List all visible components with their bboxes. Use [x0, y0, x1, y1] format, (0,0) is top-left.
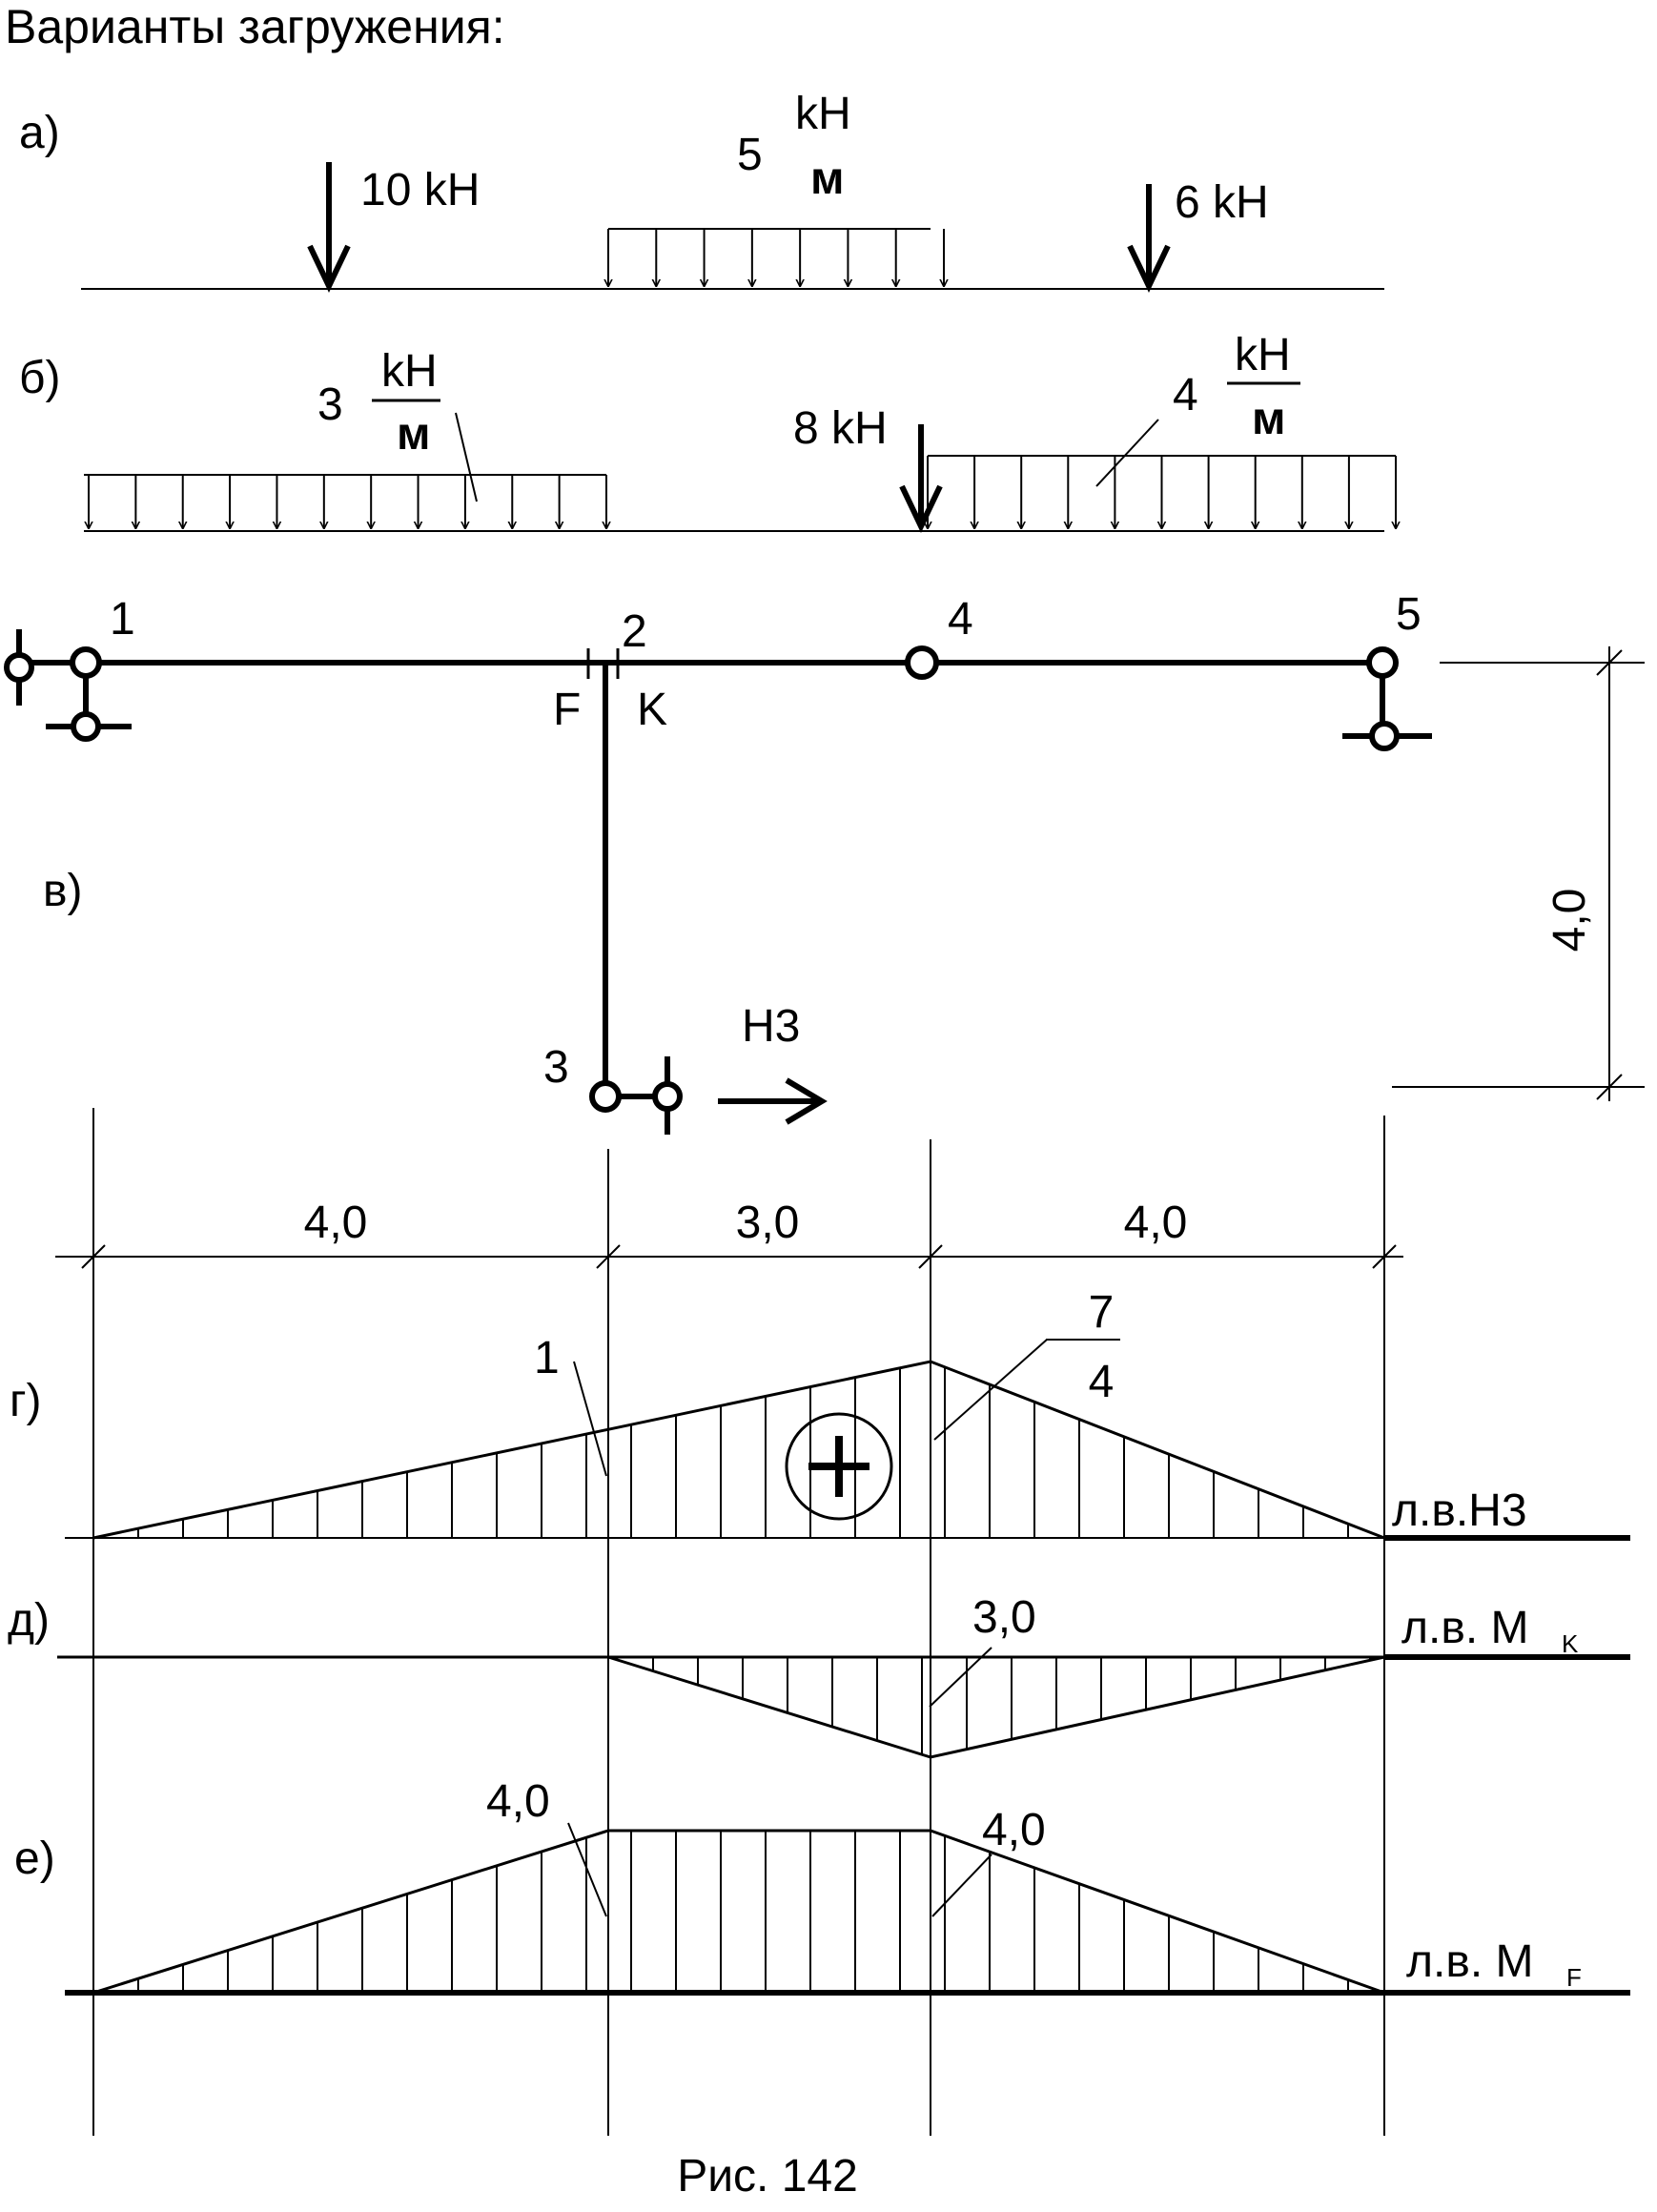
- il-h3-peak-num: 7: [1089, 1287, 1115, 1338]
- force-arrow-6kH: [1127, 184, 1171, 293]
- load-case-b-label: б): [19, 353, 60, 403]
- load-case-b: б) 3 kH м 8 kH 4 kH м: [19, 330, 1396, 533]
- node-label-3: 3: [543, 1042, 569, 1093]
- il-h3-value-left: 1: [534, 1333, 560, 1383]
- il-mk-name: л.в. M: [1401, 1603, 1529, 1653]
- il-mf-leader-right: [931, 1854, 992, 1917]
- load-case-a-label: а): [19, 108, 60, 158]
- il-mf-subscript: F: [1566, 1963, 1582, 1992]
- node-label-2: 2: [622, 606, 647, 657]
- il-mf-name: л.в. M: [1406, 1936, 1534, 1987]
- distributed-load-5: [608, 228, 944, 286]
- dist-load-b2-unit-den: м: [1252, 394, 1286, 444]
- il-mk-value: 3,0: [972, 1592, 1036, 1643]
- dist-load-a-value: 5: [737, 130, 763, 180]
- load-case-a: а) 10 kH 6 kH 5 kH м: [19, 89, 1384, 293]
- force-label-6kH: 6 kH: [1175, 177, 1269, 228]
- height-dimension-label: 4,0: [1544, 889, 1595, 952]
- node-label-5: 5: [1396, 589, 1422, 640]
- force-label-10kH: 10 kH: [360, 165, 480, 215]
- dist-load-b1-leader: [455, 412, 478, 502]
- section-label-f: F: [553, 685, 581, 735]
- il-mf-value-left: 4,0: [486, 1776, 550, 1827]
- il-h3-sign: +: [827, 1445, 851, 1492]
- force-arrow-8kH: [899, 424, 943, 533]
- dist-load-a-unit-den: м: [810, 154, 845, 204]
- dist-load-b1-unit-den: м: [397, 409, 431, 460]
- dist-load-b1-value: 3: [317, 379, 343, 430]
- il-mf-value-right: 4,0: [982, 1805, 1046, 1855]
- span-dim-1: 4,0: [304, 1198, 368, 1248]
- dist-load-b1-unit-num: kH: [381, 346, 438, 397]
- height-dimension: [1392, 646, 1645, 1101]
- dist-load-b2-value: 4: [1173, 370, 1198, 420]
- support-node-1: [4, 629, 132, 742]
- force-arrow-10kH: [307, 162, 351, 293]
- dist-load-a-unit-num: kH: [795, 89, 851, 139]
- hinge-node-4: [905, 645, 939, 680]
- influence-line-mf: [65, 1829, 1630, 1996]
- influence-line-h3: [65, 1360, 1630, 1541]
- il-mk-leader: [929, 1647, 992, 1708]
- dist-load-b2-leader: [1095, 419, 1159, 487]
- page-title: Варианты загружения:: [5, 0, 505, 53]
- support-node-5: [1342, 646, 1432, 751]
- il-mk-label: д): [8, 1595, 50, 1646]
- il-h3-name: л.в.H3: [1392, 1485, 1527, 1536]
- influence-line-mk: [57, 1654, 1630, 1759]
- il-mf-leader-left: [567, 1822, 607, 1917]
- force-label-8kH: 8 kH: [793, 403, 888, 454]
- span-dimensions: [55, 1108, 1403, 2136]
- il-mf-label: е): [14, 1833, 55, 1884]
- il-h3-peak-den: 4: [1089, 1357, 1115, 1407]
- node-label-1: 1: [110, 594, 135, 645]
- il-h3-label: г): [10, 1376, 42, 1426]
- distributed-load-4: [928, 455, 1396, 528]
- frame-label: в): [43, 866, 82, 916]
- support-node-3: [589, 1056, 683, 1135]
- il-h3-leader-right: [933, 1339, 1048, 1441]
- span-dim-3: 4,0: [1124, 1198, 1188, 1248]
- frame-scheme: в) F: [4, 589, 1645, 1135]
- plus-sign-icon: [785, 1412, 893, 1521]
- il-h3-leader-left: [573, 1361, 607, 1477]
- figure-caption: Рис. 142: [677, 2151, 858, 2202]
- node-label-4: 4: [948, 594, 973, 645]
- span-dim-2: 3,0: [736, 1198, 800, 1248]
- reaction-label-h3: H3: [742, 1001, 800, 1052]
- il-mk-subscript: K: [1562, 1629, 1579, 1658]
- section-label-k: K: [637, 685, 667, 735]
- distributed-load-3: [84, 474, 606, 528]
- unit-force-arrow-h3: [718, 1077, 828, 1125]
- dist-load-b2-unit-num: kH: [1235, 330, 1291, 380]
